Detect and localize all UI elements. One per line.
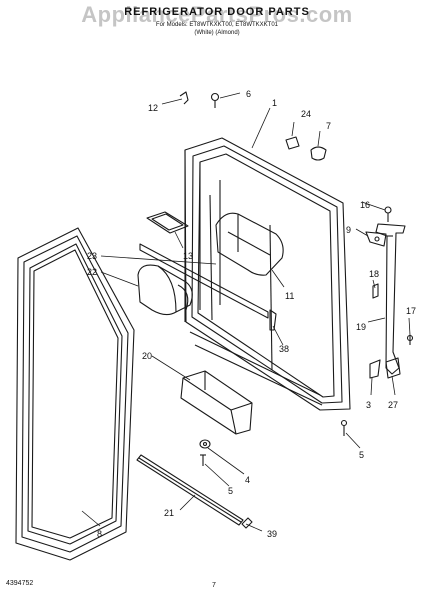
screw-38 <box>269 309 277 331</box>
callout-23: 23 <box>87 251 97 261</box>
callout-1: 1 <box>272 98 277 108</box>
callout-5a: 5 <box>359 450 364 460</box>
callout-labels: 1 3 4 5 5 6 7 8 9 11 12 13 16 17 18 19 2… <box>87 89 416 539</box>
butter-compartment <box>137 264 193 316</box>
page-title: REFRIGERATOR DOOR PARTS <box>124 6 310 18</box>
hinge-pin-9 <box>365 231 387 247</box>
callout-18: 18 <box>369 269 379 279</box>
hinge-bracket <box>375 223 406 375</box>
callout-38: 38 <box>279 344 289 354</box>
door-liner <box>184 137 351 411</box>
callout-13: 13 <box>183 251 193 261</box>
model-line: For Models: ET8WTKXKT00, ET8WTKXKT01 <box>155 22 279 28</box>
dairy-lid <box>146 211 189 234</box>
page-number: 7 <box>212 582 216 589</box>
variant-line: (White) (Almond) <box>194 30 240 36</box>
door-bin <box>180 370 253 435</box>
callout-7: 7 <box>326 121 331 131</box>
callout-19: 19 <box>356 322 366 332</box>
callout-16: 16 <box>360 200 370 210</box>
screw-6 <box>210 92 220 108</box>
callout-4: 4 <box>245 475 250 485</box>
plug-7 <box>310 146 327 161</box>
callout-5b: 5 <box>228 486 233 496</box>
callout-22: 22 <box>87 267 97 277</box>
document-number: 4394752 <box>6 580 34 587</box>
shelf-rail-23 <box>139 243 269 319</box>
callout-8: 8 <box>97 529 102 539</box>
page-header: REFRIGERATOR DOOR PARTS For Models: ET8W… <box>0 6 434 37</box>
clip-12 <box>179 91 189 105</box>
screw-5-bottom <box>200 454 206 466</box>
callout-12: 12 <box>148 103 158 113</box>
callout-3: 3 <box>366 400 371 410</box>
door-trim-21 <box>136 454 244 526</box>
watermark: AppliancePartsPros.com <box>81 2 353 27</box>
leader-lines <box>81 92 411 532</box>
callout-11: 11 <box>285 291 294 301</box>
callout-39: 39 <box>267 529 277 539</box>
screw-17 <box>406 334 414 345</box>
door-gasket <box>15 227 135 561</box>
screw-5-right <box>340 419 348 436</box>
callout-21: 21 <box>164 508 174 518</box>
cap-24 <box>285 136 300 150</box>
callout-17: 17 <box>406 306 416 316</box>
hinge-3 <box>369 359 381 379</box>
shim-18 <box>372 283 379 299</box>
screw-16 <box>384 206 392 222</box>
callout-20: 20 <box>142 351 152 361</box>
bushing-27 <box>385 357 401 379</box>
screw-39 <box>241 517 253 529</box>
callout-27: 27 <box>388 400 398 410</box>
callout-9: 9 <box>346 225 351 235</box>
callout-6: 6 <box>246 89 251 99</box>
washer-4 <box>199 439 211 449</box>
callout-24: 24 <box>301 109 311 119</box>
upper-door-shelf <box>215 212 284 276</box>
